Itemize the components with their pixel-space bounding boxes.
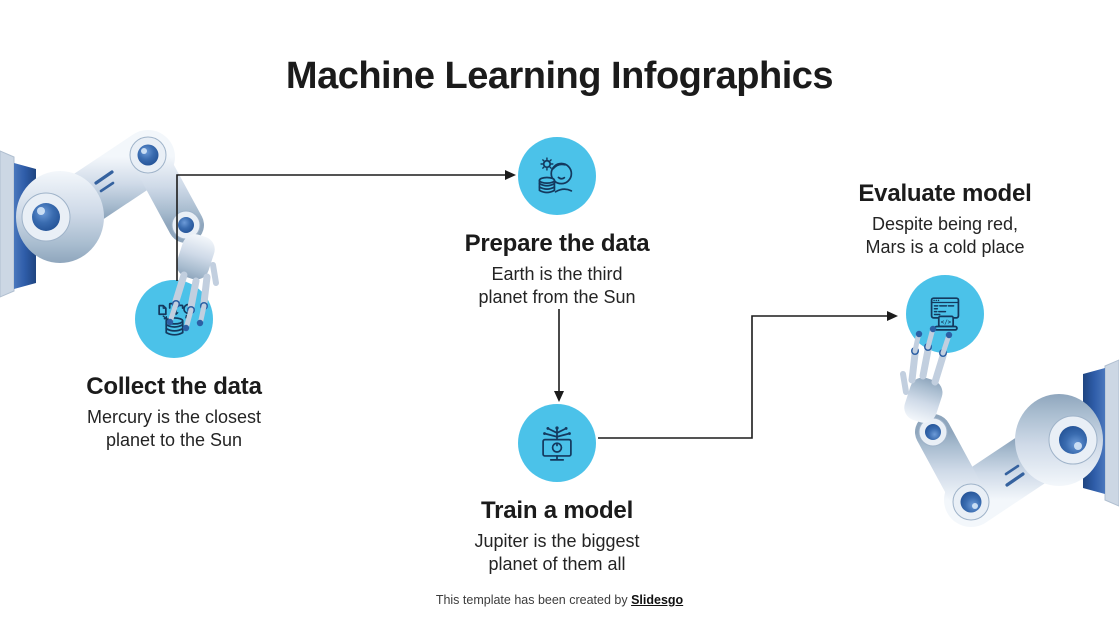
step-train-a-model: Train a model Jupiter is the biggest pla… bbox=[417, 404, 697, 575]
step-description-train: Jupiter is the biggest planet of them al… bbox=[474, 531, 640, 574]
person-gear-database-icon bbox=[538, 157, 573, 194]
slide-title: Machine Learning Infographics bbox=[285, 55, 834, 97]
svg-text:</>: </> bbox=[941, 320, 952, 326]
arrowhead-into-train bbox=[554, 391, 564, 402]
evaluate-model-badge: </> bbox=[906, 275, 984, 353]
step-title-evaluate: Evaluate model bbox=[858, 180, 1032, 207]
footer-text: This template has been created by bbox=[435, 593, 632, 607]
footer-credit: This template has been created by Slides… bbox=[0, 593, 1119, 607]
step-description-collect: Mercury is the closest planet to the Sun bbox=[86, 407, 262, 450]
step-description-prepare: Earth is the third planet from the Sun bbox=[478, 264, 636, 307]
slidesgo-link[interactable]: Slidesgo bbox=[631, 593, 684, 607]
collect-data-badge bbox=[135, 280, 213, 358]
step-evaluate-model: Evaluate model Despite being red, Mars i… bbox=[805, 180, 1085, 353]
step-description-evaluate: Despite being red, Mars is a cold place bbox=[865, 214, 1025, 257]
browser-code-laptop-icon: </> bbox=[930, 297, 960, 331]
prepare-data-badge bbox=[518, 137, 596, 215]
step-collect-the-data: Collect the data Mercury is the closest … bbox=[34, 280, 314, 451]
step-title-prepare: Prepare the data bbox=[464, 230, 650, 257]
step-prepare-the-data: Prepare the data Earth is the third plan… bbox=[417, 137, 697, 308]
monitor-neural-network-icon bbox=[542, 426, 572, 461]
step-title-collect: Collect the data bbox=[86, 373, 262, 400]
step-title-train: Train a model bbox=[480, 497, 634, 524]
train-model-badge bbox=[518, 404, 596, 482]
database-collect-icon bbox=[158, 302, 194, 336]
